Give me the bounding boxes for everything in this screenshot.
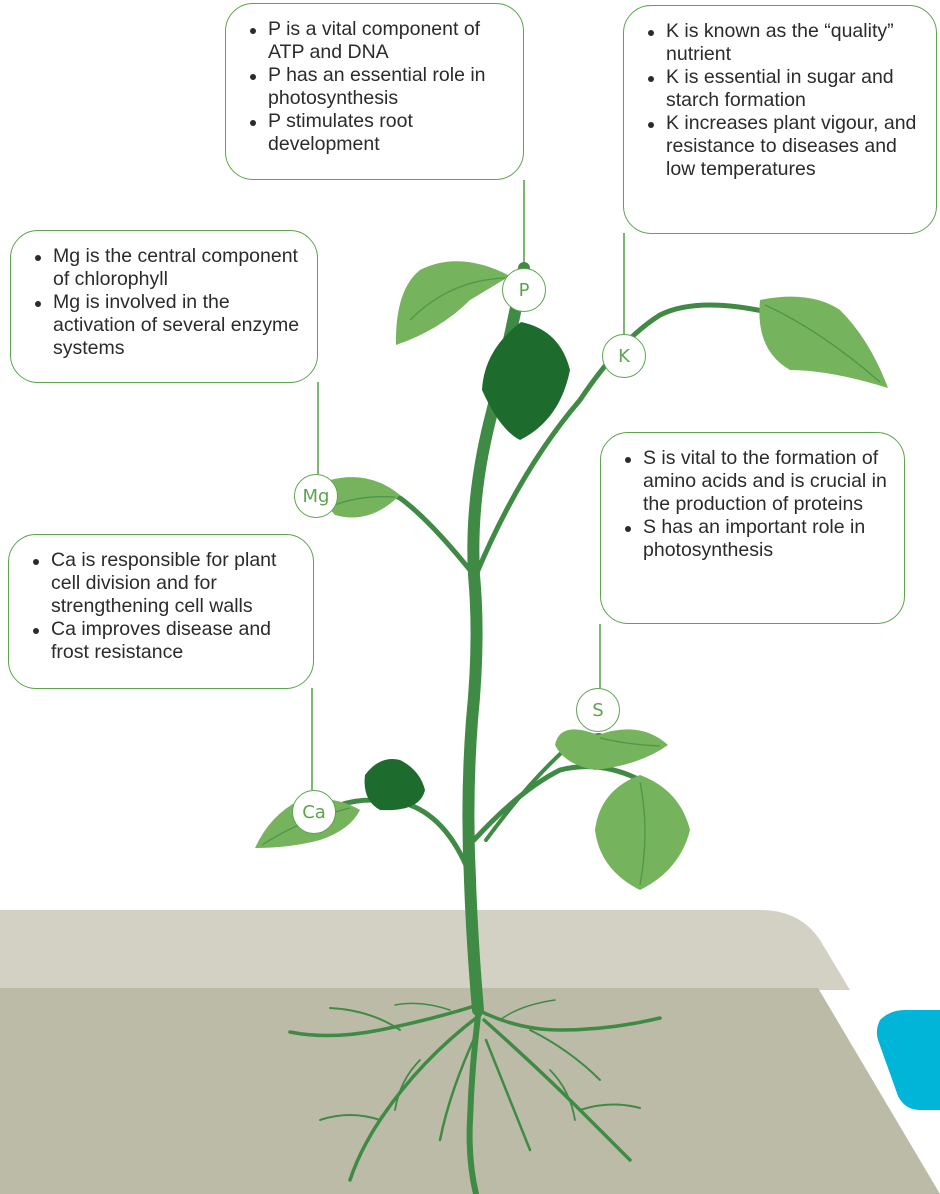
magnesium-fact: Mg is the central component of chlorophy… <box>35 245 303 291</box>
potassium-facts-list: K is known as the “quality” nutrient K i… <box>648 20 922 181</box>
potassium-fact: K is essential in sugar and starch forma… <box>648 66 922 112</box>
phosphorus-callout: P is a vital component of ATP and DNA P … <box>225 3 524 180</box>
calcium-symbol: Ca <box>302 801 326 823</box>
phosphorus-fact: P is a vital component of ATP and DNA <box>250 18 509 64</box>
brand-accent-shape <box>876 1010 940 1110</box>
soil-top-surface <box>0 910 850 990</box>
calcium-callout: Ca is responsible for plant cell divisio… <box>8 534 314 689</box>
calcium-fact: Ca is responsible for plant cell divisio… <box>33 549 299 618</box>
potassium-fact: K increases plant vigour, and resistance… <box>648 112 922 181</box>
potassium-badge: K <box>602 334 646 378</box>
potassium-fact: K is known as the “quality” nutrient <box>648 20 922 66</box>
magnesium-fact: Mg is involved in the activation of seve… <box>35 291 303 360</box>
plant-leaves <box>255 261 888 890</box>
sulphur-callout: S is vital to the formation of amino aci… <box>600 432 905 624</box>
sulphur-facts-list: S is vital to the formation of amino aci… <box>625 447 890 562</box>
calcium-badge: Ca <box>292 790 336 834</box>
phosphorus-fact: P has an essential role in photosynthesi… <box>250 64 509 110</box>
sulphur-symbol: S <box>592 699 604 721</box>
connector-lines <box>311 180 625 790</box>
magnesium-callout: Mg is the central component of chlorophy… <box>10 230 318 383</box>
sulphur-fact: S is vital to the formation of amino aci… <box>625 447 890 516</box>
calcium-facts-list: Ca is responsible for plant cell divisio… <box>33 549 299 664</box>
phosphorus-facts-list: P is a vital component of ATP and DNA P … <box>250 18 509 156</box>
phosphorus-fact: P stimulates root development <box>250 110 509 156</box>
plant-roots <box>288 997 662 1194</box>
magnesium-badge: Mg <box>294 474 338 518</box>
phosphorus-badge: P <box>502 268 546 312</box>
magnesium-facts-list: Mg is the central component of chlorophy… <box>35 245 303 360</box>
potassium-symbol: K <box>618 345 630 367</box>
sulphur-fact: S has an important role in photosynthesi… <box>625 516 890 562</box>
calcium-fact: Ca improves disease and frost resistance <box>33 618 299 664</box>
potassium-callout: K is known as the “quality” nutrient K i… <box>623 5 937 234</box>
phosphorus-symbol: P <box>518 279 530 301</box>
sulphur-badge: S <box>576 688 620 732</box>
magnesium-symbol: Mg <box>302 485 330 507</box>
